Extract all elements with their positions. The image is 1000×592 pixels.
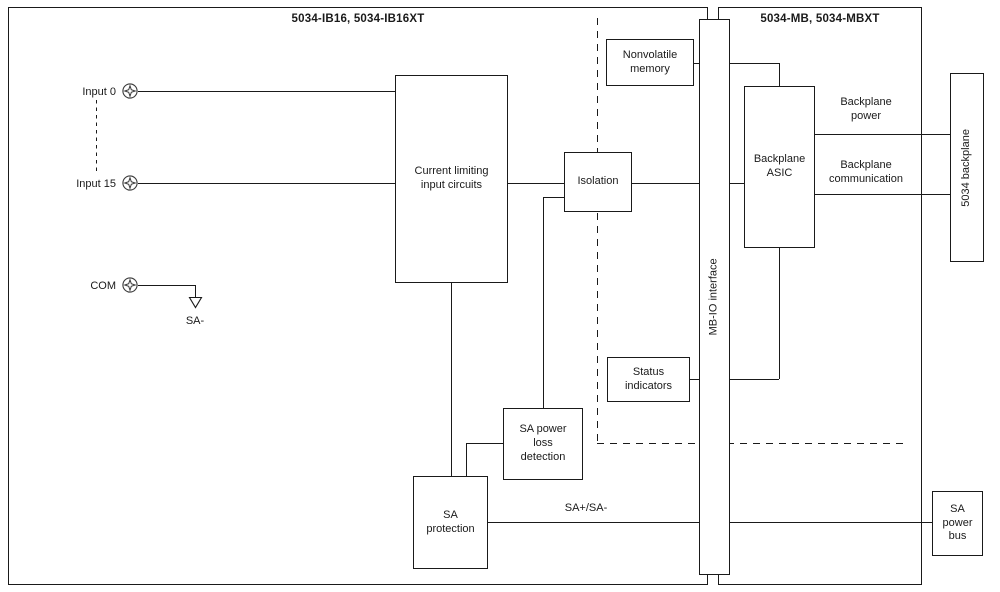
backplane-5034-label: 5034 backplane bbox=[960, 128, 973, 207]
block-mb-io-interface: MB-IO interface bbox=[699, 19, 730, 575]
mb-io-interface-label: MB-IO interface bbox=[707, 258, 720, 336]
block-sa-protection: SA protection bbox=[413, 476, 488, 569]
right-module-title: 5034-MB, 5034-MBXT bbox=[760, 13, 880, 25]
block-sa-power-bus: SA power bus bbox=[932, 491, 983, 556]
sa-minus-label: SA- bbox=[185, 315, 205, 327]
wire-asic-top-drop bbox=[779, 63, 780, 86]
isolation-boundary-horizontal bbox=[597, 443, 903, 444]
block-current-limiting: Current limiting input circuits bbox=[395, 75, 508, 283]
wire-input0 bbox=[138, 91, 395, 92]
sa-bus-label: SA+/SA- bbox=[564, 502, 608, 514]
ground-icon bbox=[188, 296, 203, 309]
wire-status-to-mbio bbox=[690, 379, 699, 380]
wire-saprotection-up bbox=[466, 443, 467, 476]
wire-isolation-to-mbio bbox=[632, 183, 699, 184]
terminal-screw-icon bbox=[122, 175, 138, 191]
wire-com bbox=[138, 285, 195, 286]
terminal-label-input0: Input 0 bbox=[82, 86, 116, 98]
wire-input-range-dashed bbox=[96, 100, 97, 171]
wire-com-drop bbox=[195, 285, 196, 297]
wire-asic-bottom-to-mbio bbox=[730, 379, 779, 380]
isolation-boundary-vertical bbox=[597, 18, 598, 443]
wire-backplane-communication bbox=[815, 194, 950, 195]
block-backplane-asic: Backplane ASIC bbox=[744, 86, 815, 248]
terminal-label-com: COM bbox=[90, 280, 116, 292]
wire-isolation-stub bbox=[543, 197, 564, 198]
wire-backplane-power bbox=[815, 134, 950, 135]
wire-asic-bottom-drop bbox=[779, 248, 780, 379]
wire-currentlimit-to-isolation bbox=[508, 183, 564, 184]
terminal-screw-icon bbox=[122, 83, 138, 99]
wire-mbio-to-asic-top bbox=[730, 63, 779, 64]
block-isolation: Isolation bbox=[564, 152, 632, 212]
wire-mbio-to-asic bbox=[730, 183, 744, 184]
terminal-screw-icon bbox=[122, 277, 138, 293]
block-status-indicators: Status indicators bbox=[607, 357, 690, 402]
wire-saprotection-to-saloss bbox=[466, 443, 503, 444]
terminal-label-input15: Input 15 bbox=[76, 178, 116, 190]
wire-currentlimit-to-saprotection bbox=[451, 283, 452, 476]
block-nonvolatile-memory: Nonvolatile memory bbox=[606, 39, 694, 86]
backplane-power-label: Backplane power bbox=[840, 96, 892, 123]
left-module-title: 5034-IB16, 5034-IB16XT bbox=[291, 13, 425, 25]
wire-isolation-to-saloss bbox=[543, 197, 544, 408]
wire-input15 bbox=[138, 183, 395, 184]
block-sa-power-loss-detection: SA power loss detection bbox=[503, 408, 583, 480]
wire-nvmem-to-mbio bbox=[694, 63, 699, 64]
backplane-communication-label: Backplane communication bbox=[829, 159, 903, 186]
block-5034-backplane: 5034 backplane bbox=[950, 73, 984, 262]
